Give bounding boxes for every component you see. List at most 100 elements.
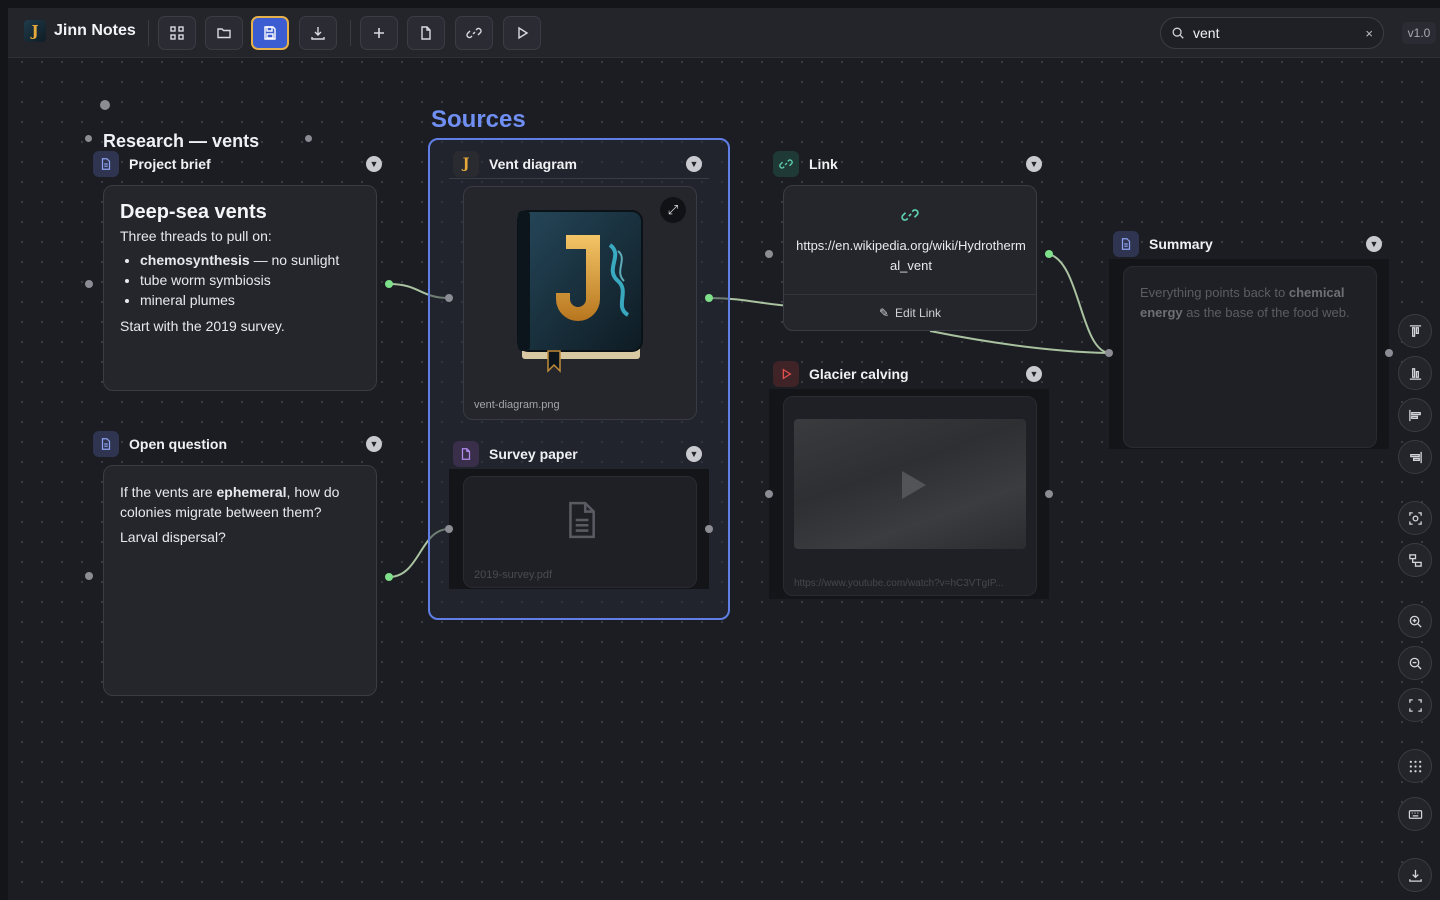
group-handle[interactable] — [305, 135, 312, 142]
output-port[interactable] — [385, 280, 393, 288]
list-item: mineral plumes — [140, 290, 360, 310]
list-item: tube worm symbiosis — [140, 270, 360, 290]
file-icon — [421, 26, 431, 40]
chevron-down-icon[interactable]: ▼ — [1366, 236, 1382, 252]
node-title: Open question — [129, 436, 227, 452]
expand-icon[interactable]: ⤢ — [660, 197, 686, 223]
output-port[interactable] — [1385, 349, 1393, 357]
output-port[interactable] — [1045, 490, 1053, 498]
window-edge-left — [0, 0, 8, 900]
output-port[interactable] — [705, 525, 713, 533]
search-icon — [1172, 27, 1184, 39]
project-brief-header[interactable]: Project brief — [93, 150, 211, 178]
output-port[interactable] — [1045, 250, 1053, 258]
align-right-icon — [1409, 451, 1422, 463]
open-question-card[interactable]: If the vents are ephemeral, how do colon… — [103, 465, 377, 696]
link-header[interactable]: Link — [773, 150, 838, 178]
download-icon — [311, 27, 325, 40]
clear-search-button[interactable]: × — [1365, 25, 1373, 41]
project-brief-card[interactable]: Deep-sea vents Three threads to pull on:… — [103, 185, 377, 391]
export-button[interactable] — [299, 16, 337, 50]
download-icon — [1408, 869, 1422, 882]
research-group-title[interactable]: Research — vents — [103, 131, 260, 151]
play-overlay-icon[interactable] — [892, 465, 932, 505]
align-top-button[interactable] — [1398, 314, 1432, 348]
question-line: If the vents are ephemeral, how do colon… — [120, 484, 340, 520]
pdf-filename: 2019-survey.pdf — [474, 569, 553, 581]
node-title: Glacier calving — [809, 366, 909, 382]
glacier-header[interactable]: Glacier calving — [773, 360, 909, 388]
pencil-icon: ✎ — [878, 305, 890, 320]
document-icon — [93, 431, 119, 457]
summary-header[interactable]: Summary — [1113, 230, 1213, 258]
link-card[interactable]: https://en.wikipedia.org/wiki/Hydrotherm… — [783, 185, 1037, 331]
sources-group-title[interactable]: Sources — [431, 106, 526, 133]
video-url[interactable]: https://www.youtube.com/watch?v=hC3VTgIP… — [794, 578, 1004, 589]
zoom-in-button[interactable] — [1398, 604, 1432, 638]
output-port[interactable] — [705, 294, 713, 302]
edit-link-button[interactable]: ✎ Edit Link — [784, 294, 1036, 330]
link-icon — [901, 209, 919, 221]
input-port[interactable] — [1105, 349, 1113, 357]
keyboard-icon — [1408, 809, 1422, 819]
open-button[interactable] — [205, 16, 243, 50]
glacier-card[interactable]: https://www.youtube.com/watch?v=hC3VTgIP… — [783, 396, 1037, 596]
toolbar-divider — [350, 20, 351, 46]
node-title: Vent diagram — [489, 156, 577, 172]
canvas[interactable] — [8, 8, 1440, 900]
align-bottom-button[interactable] — [1398, 356, 1432, 390]
open-question-header[interactable]: Open question — [93, 430, 227, 458]
input-port[interactable] — [85, 280, 93, 288]
summary-card[interactable]: Everything points back to chemical energ… — [1123, 266, 1377, 448]
dashboard-button[interactable] — [158, 16, 196, 50]
group-handle[interactable] — [100, 100, 110, 110]
app-name: Jinn Notes — [54, 22, 136, 39]
chevron-down-icon[interactable]: ▼ — [366, 156, 382, 172]
survey-paper-card[interactable]: 2019-survey.pdf — [463, 476, 697, 588]
version-badge: v1.0 — [1402, 22, 1436, 44]
toolbar-divider — [148, 20, 149, 46]
brand[interactable]: J Jinn Notes — [24, 20, 136, 42]
add-file-button[interactable] — [407, 16, 445, 50]
download-button[interactable] — [1398, 858, 1432, 892]
chevron-down-icon[interactable]: ▼ — [1026, 156, 1042, 172]
keyboard-shortcuts-button[interactable] — [1398, 797, 1432, 831]
align-bottom-icon — [1409, 367, 1421, 380]
chevron-down-icon[interactable]: ▼ — [366, 436, 382, 452]
link-icon — [773, 151, 799, 177]
add-link-button[interactable] — [455, 16, 493, 50]
add-note-button[interactable] — [360, 16, 398, 50]
group-handle[interactable] — [85, 135, 92, 142]
vent-diagram-card[interactable]: ⤢ vent-diagram.png — [463, 186, 697, 420]
layout-button[interactable] — [1398, 543, 1432, 577]
chevron-down-icon[interactable]: ▼ — [686, 446, 702, 462]
chevron-down-icon[interactable]: ▼ — [686, 156, 702, 172]
vent-diagram-header[interactable]: J Vent diagram — [453, 150, 577, 178]
zoom-in-icon — [1409, 615, 1422, 628]
link-url[interactable]: https://en.wikipedia.org/wiki/Hydrotherm… — [796, 238, 1026, 273]
align-right-button[interactable] — [1398, 440, 1432, 474]
document-placeholder-icon — [569, 501, 595, 539]
zoom-out-button[interactable] — [1398, 646, 1432, 680]
zoom-out-icon — [1409, 657, 1422, 670]
note-intro: Three threads to pull on: — [120, 228, 272, 244]
input-port[interactable] — [445, 294, 453, 302]
input-port[interactable] — [445, 525, 453, 533]
add-video-button[interactable] — [503, 16, 541, 50]
input-port[interactable] — [85, 572, 93, 580]
fit-view-button[interactable] — [1398, 688, 1432, 722]
output-port[interactable] — [385, 573, 393, 581]
save-icon — [264, 26, 276, 40]
focus-button[interactable] — [1398, 501, 1432, 535]
align-left-button[interactable] — [1398, 398, 1432, 432]
book-logo-image — [517, 210, 643, 373]
grid-toggle-button[interactable] — [1398, 749, 1432, 783]
survey-paper-header[interactable]: Survey paper — [453, 440, 578, 468]
save-button[interactable] — [251, 16, 289, 50]
top-toolbar: J Jinn Notes × v1.0 — [8, 8, 1440, 58]
chevron-down-icon[interactable]: ▼ — [1026, 366, 1042, 382]
search-input[interactable] — [1193, 25, 1343, 41]
input-port[interactable] — [765, 490, 773, 498]
input-port[interactable] — [765, 250, 773, 258]
node-title: Survey paper — [489, 446, 578, 462]
